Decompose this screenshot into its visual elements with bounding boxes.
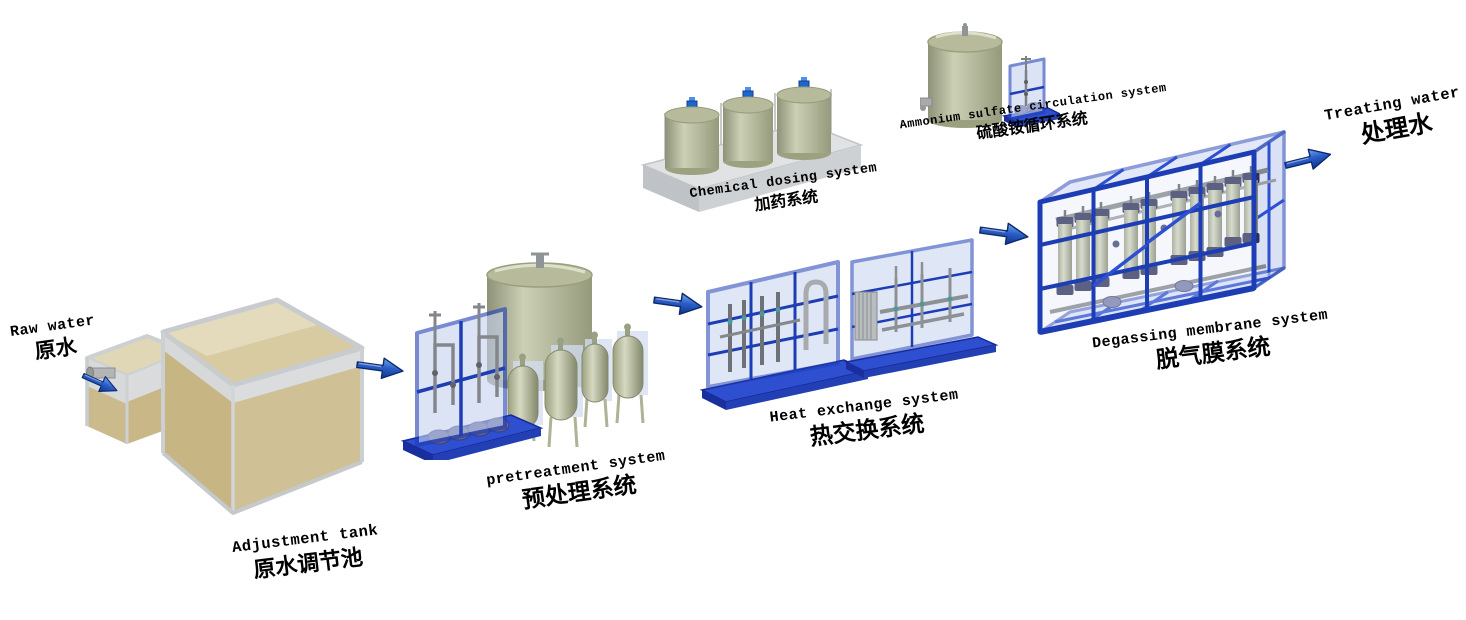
degassing-cage-front [1037, 149, 1257, 335]
adjustment-tank-graphic [85, 297, 365, 515]
chemical-dosing-system-graphic [640, 77, 864, 212]
ammonium-sulfate-tank [920, 23, 1003, 128]
degassing-cage-back [1038, 130, 1286, 334]
arrow-pretreatment-to-heat-exchange [653, 292, 703, 316]
ammonium-sulfate-pump-skid [1001, 56, 1060, 127]
arrow-degassing-to-treating-water [1284, 148, 1332, 170]
pretreatment-filter-vessels [507, 323, 648, 448]
adjustment-tank-main-cell [160, 297, 365, 515]
treating-water-label: Treating water 处理水 [1319, 83, 1466, 157]
adjustment-tank-label: Adjustment tank 原水调节池 [220, 521, 394, 588]
degassing-membrane-system-graphic [1037, 130, 1286, 335]
pretreatment-pump-skid [400, 303, 544, 460]
arrow-adjustment-to-pretreatment [356, 357, 404, 380]
heat-exchange-skid-1 [700, 260, 871, 410]
ammonium-sulfate-system-graphic [920, 23, 1060, 128]
arrow-heat-exchange-to-degassing [979, 222, 1029, 246]
chemical-dosing-tanks [664, 77, 832, 175]
heat-exchange-system-graphic [700, 238, 999, 410]
heat-exchange-skid-2 [843, 238, 999, 378]
arrow-raw-water-inlet [81, 372, 118, 393]
pretreatment-system-graphic [400, 252, 648, 460]
